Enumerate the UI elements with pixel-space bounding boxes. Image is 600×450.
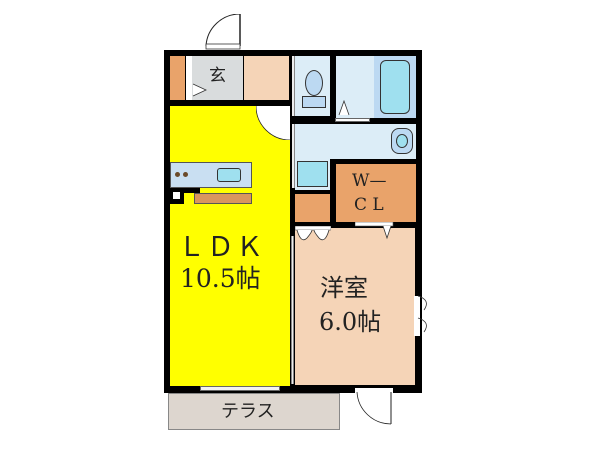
western-room-size: 6.0帖 — [319, 308, 382, 336]
storage-folding-door-icon — [295, 226, 331, 241]
walk-in-closet-label-2: C L — [354, 195, 384, 215]
toilet-room — [295, 56, 330, 116]
entrance-door-icon — [205, 14, 241, 50]
entrance-triangle-icon — [192, 83, 207, 97]
room-western: 洋室 6.0帖 — [295, 228, 415, 385]
walk-in-closet: W— C L — [336, 164, 416, 222]
entrance-step — [186, 56, 192, 100]
kitchen-sink-icon — [217, 168, 241, 182]
western-room-door-icon — [355, 388, 393, 425]
terrace: テラス — [168, 393, 340, 430]
storage-peach — [244, 56, 289, 100]
washroom-door — [292, 124, 295, 188]
stove-burner-icon — [175, 172, 180, 177]
toilet-door — [292, 56, 295, 116]
entrance-label: 玄 — [209, 66, 226, 86]
ldk-window — [200, 386, 280, 391]
kitchen-wall-stub-inner — [173, 192, 180, 199]
washroom — [295, 124, 416, 159]
entrance-area: 玄 — [192, 56, 243, 100]
western-room-name: 洋室 — [320, 274, 368, 302]
bath-dressing-area — [336, 56, 374, 118]
washing-machine-area — [295, 159, 330, 190]
ldk-name: ＬＤＫ — [178, 232, 265, 263]
closet-door-marker-icon — [355, 222, 394, 240]
kitchen-back-counter — [194, 193, 252, 204]
room-ldk: ＬＤＫ 10.5帖 — [170, 106, 290, 386]
bathtub-icon — [380, 60, 410, 114]
small-storage — [295, 194, 330, 222]
ldk-door-icon — [256, 106, 290, 140]
bath-door-sill — [335, 118, 370, 122]
walk-in-closet-label-1: W— — [352, 171, 387, 191]
toilet-tank-icon — [302, 96, 326, 108]
ldk-size: 10.5帖 — [180, 264, 261, 293]
bathroom — [374, 56, 416, 118]
shoe-closet — [170, 56, 185, 100]
kitchen-wall — [170, 188, 200, 193]
window-right-icon — [414, 295, 427, 336]
sliding-door — [291, 236, 294, 384]
kitchen-counter — [170, 162, 252, 188]
stove-burner-icon — [183, 172, 188, 177]
washing-machine-icon — [297, 161, 328, 187]
terrace-label: テラス — [221, 401, 275, 422]
toilet-bowl-icon — [305, 70, 323, 96]
washbasin-bowl-icon — [396, 134, 408, 148]
bath-door-marker-icon — [338, 100, 350, 116]
washbasin-icon — [391, 128, 413, 154]
